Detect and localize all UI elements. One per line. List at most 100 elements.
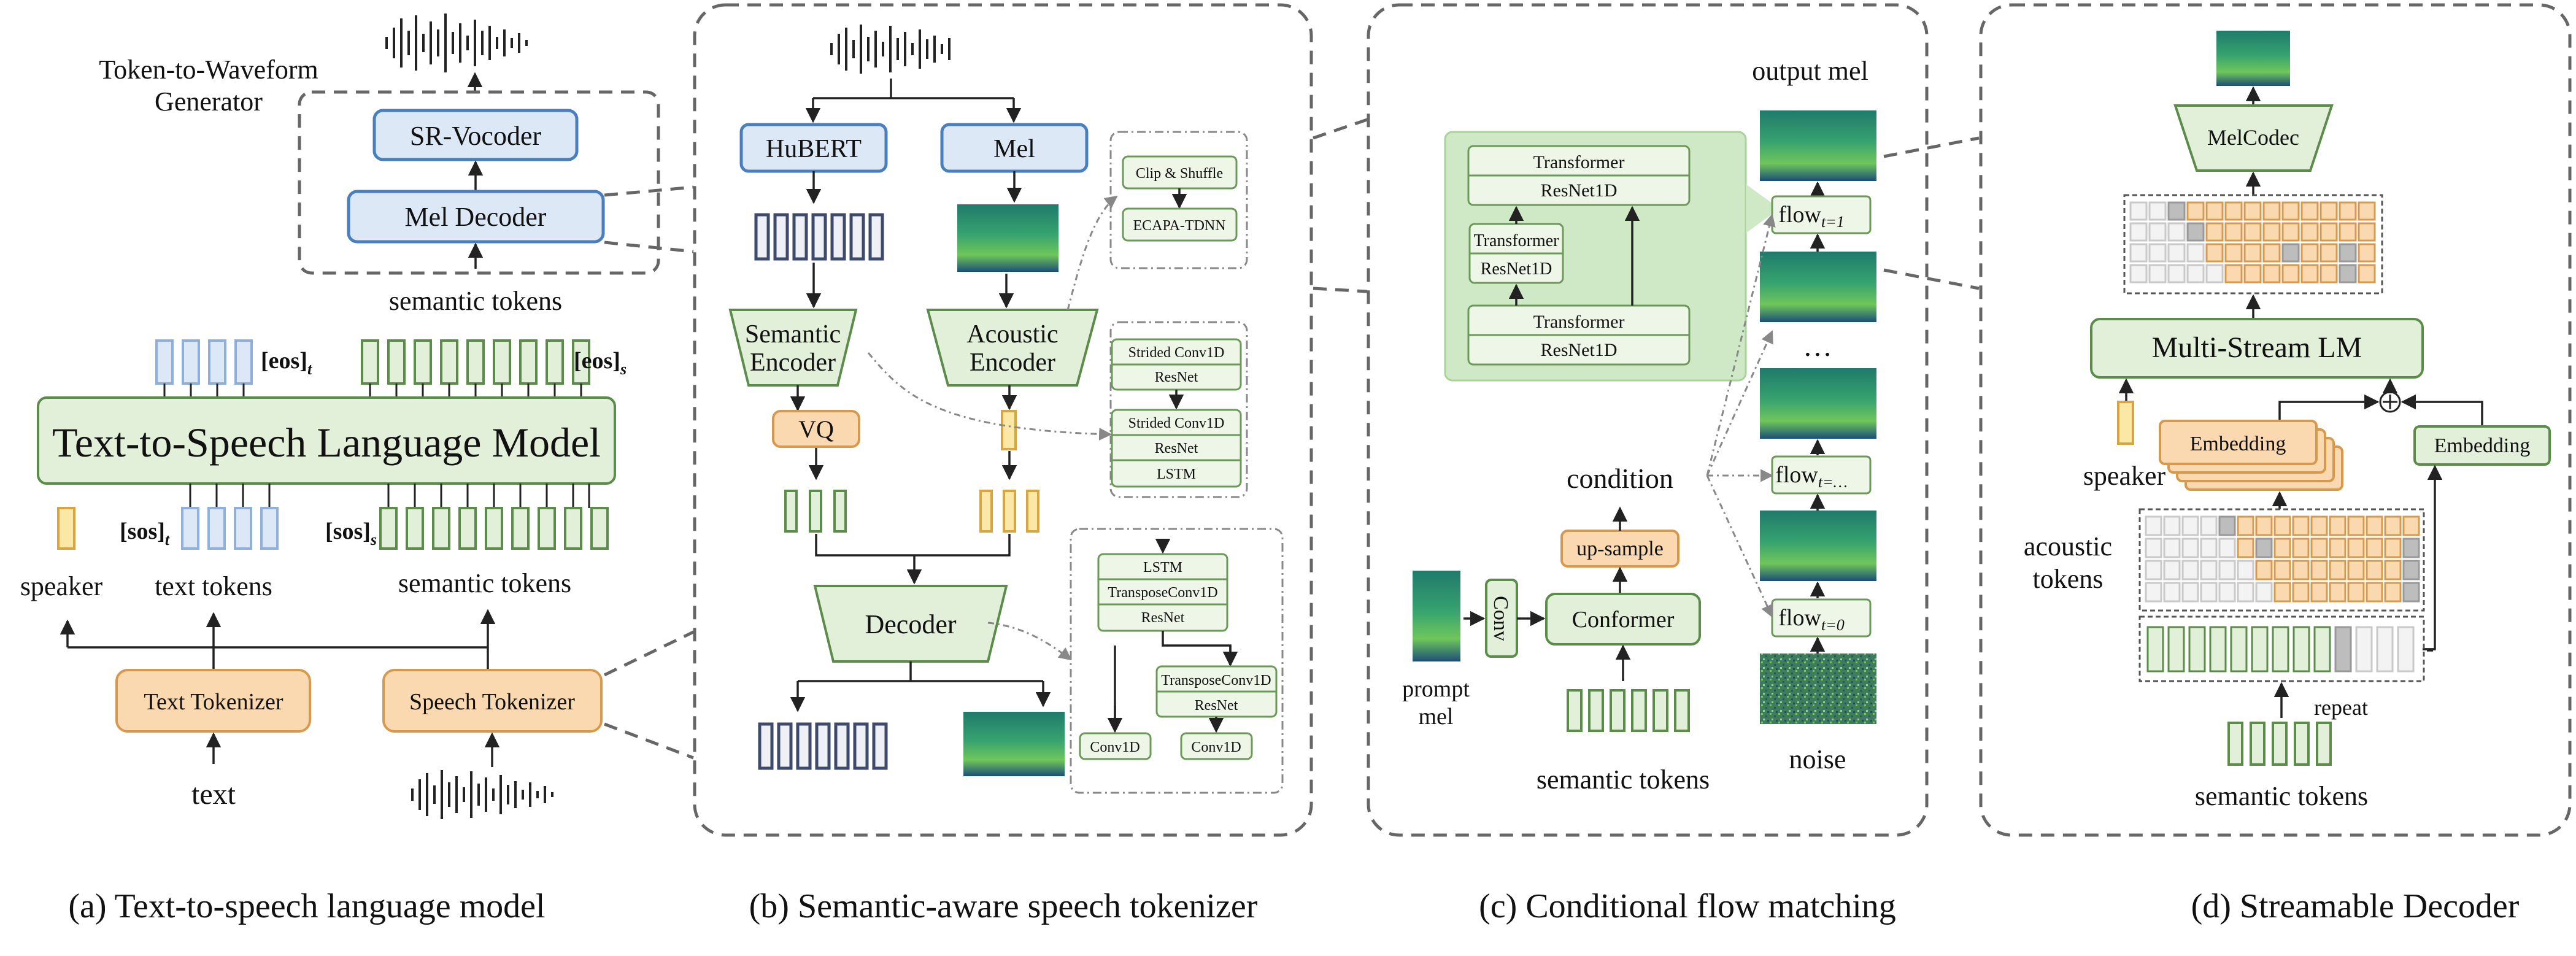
token-cell — [2167, 626, 2185, 673]
output-mel-label: output mel — [1752, 56, 1868, 86]
token-cell — [2230, 626, 2248, 673]
token-cell — [2376, 626, 2394, 673]
token-cell — [2358, 201, 2376, 221]
conv1d-b-label: Conv1D — [1191, 739, 1241, 755]
prompt-mel-image — [1413, 571, 1460, 661]
noise-label: noise — [1789, 744, 1846, 774]
embedding-a-box — [2159, 420, 2318, 465]
semantic-tokens-d-label: semantic tokens — [2195, 781, 2368, 811]
token-cell — [2281, 222, 2300, 242]
ecapa-box — [1122, 207, 1238, 242]
token-cell — [2273, 538, 2291, 558]
token-cell — [2129, 264, 2148, 283]
panel-a: Token-to-Waveform Generator SR-Vocoder M… — [20, 13, 695, 925]
token-cell — [2200, 538, 2218, 558]
condition-label: condition — [1567, 463, 1673, 494]
token-cell — [2339, 243, 2357, 263]
hubert-feature-tokens — [754, 213, 884, 261]
token-cell — [2205, 201, 2224, 221]
flow-tmid-label: flowt=… — [1775, 462, 1848, 491]
waveform-icon — [411, 770, 553, 819]
vq-box — [772, 410, 860, 448]
token-cell — [2167, 201, 2186, 221]
melcodec-shape — [2173, 104, 2334, 172]
sos-t-label: [sos]t — [120, 518, 170, 549]
semantic-token-group — [1567, 689, 1690, 732]
eos-s-label: [eos]s — [574, 348, 627, 378]
token-cell — [2292, 582, 2310, 603]
resnet-1-label: ResNet — [1155, 369, 1198, 385]
strided-conv-1-label: Strided Conv1D — [1128, 345, 1225, 361]
strided-conv-2-label: Strided Conv1D — [1128, 415, 1225, 431]
text-tokens-label: text tokens — [155, 571, 272, 601]
token-cell — [2384, 538, 2402, 558]
token-cell — [2255, 515, 2273, 536]
token-cell — [2384, 515, 2402, 536]
multistream-lm-box — [2090, 318, 2424, 379]
token-cell — [2310, 515, 2328, 536]
noise-image — [1760, 653, 1876, 724]
token-cell — [2292, 560, 2310, 580]
token-cell — [2188, 626, 2206, 673]
token-cell — [2262, 243, 2281, 263]
resnet-bot-label: ResNet1D — [1541, 340, 1618, 360]
token-cell — [2339, 222, 2357, 242]
token-cell — [2329, 515, 2347, 536]
token-cell — [2148, 201, 2167, 221]
repeated-semantic-token-row — [2146, 626, 2415, 673]
mel-decoder-label: Mel Decoder — [405, 202, 547, 232]
token-cell — [2224, 243, 2243, 263]
transformer-bot-label: Transformer — [1533, 312, 1625, 332]
mel-spectrogram-image — [957, 204, 1059, 272]
token-cell — [2273, 515, 2291, 536]
token-cell — [2397, 626, 2415, 673]
caption-a: (a) Text-to-speech language model — [68, 887, 545, 925]
intermediate-mel-image-2 — [1760, 368, 1876, 439]
token-cell — [2293, 626, 2310, 673]
token-cell — [2181, 582, 2199, 603]
panel-d-frame — [1979, 3, 2572, 837]
decoder-detail-frame — [1070, 528, 1284, 794]
semantic-token-group — [2227, 722, 2332, 766]
token-cell — [2148, 264, 2167, 283]
waveform-icon — [830, 25, 951, 74]
conformer-box — [1545, 593, 1701, 646]
token-cell — [2251, 626, 2269, 673]
semantic-tokens-label: semantic tokens — [398, 568, 571, 598]
panel-b: HuBERT Mel Semantic Encoder Acoustic Enc… — [693, 3, 1368, 925]
token-cell — [2237, 538, 2254, 558]
resnet-mid-label: ResNet1D — [1481, 260, 1552, 279]
acoustic-token-group — [979, 490, 1039, 533]
token-cell — [2320, 243, 2338, 263]
decoder-shape — [813, 585, 1008, 663]
conv1d-a-box — [1079, 732, 1152, 760]
token-cell — [2186, 264, 2205, 283]
tts-lm-box — [37, 396, 616, 485]
embedding-b-label: Embedding — [2434, 434, 2531, 457]
speaker-vector-token — [1001, 410, 1017, 450]
acoustic-tokens-label-1: acoustic — [2024, 531, 2112, 561]
acoustic-encoder-label-2: Encoder — [970, 349, 1055, 377]
token-cell — [2186, 243, 2205, 263]
speaker-embedding-token — [2117, 401, 2134, 445]
speech-tokenizer-label: Speech Tokenizer — [409, 689, 575, 715]
encoder-detail-frame — [1109, 321, 1248, 498]
resnet-2-label: ResNet — [1155, 441, 1198, 457]
acoustic-token-grid-frame — [2138, 508, 2425, 612]
token-cell — [2329, 582, 2347, 603]
token-cell — [2186, 201, 2205, 221]
token-cell — [2281, 243, 2300, 263]
output-mel-image — [1760, 110, 1876, 181]
waveform-icon — [385, 13, 528, 72]
token-cell — [2129, 222, 2148, 242]
mel-label: Mel — [993, 135, 1035, 163]
repeat-label: repeat — [2314, 695, 2368, 720]
token-cell — [2129, 243, 2148, 263]
token-cell — [2366, 560, 2383, 580]
token-cell — [2200, 560, 2218, 580]
token-cell — [2358, 222, 2376, 242]
token-cell — [2292, 515, 2310, 536]
intermediate-mel-image — [1760, 252, 1876, 322]
hubert-label: HuBERT — [766, 135, 862, 163]
embedding-a-label: Embedding — [2190, 433, 2286, 455]
